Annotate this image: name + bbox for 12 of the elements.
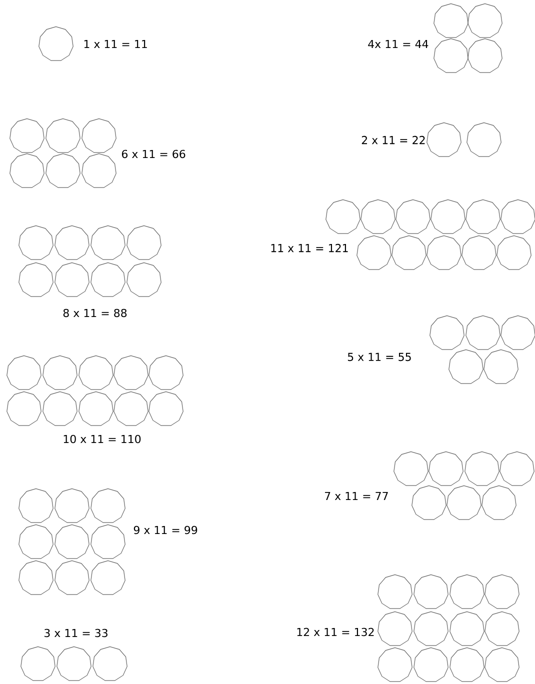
equation-label: 1 x 11 = 11	[84, 40, 147, 48]
equation-label: 3 x 11 = 33	[44, 628, 108, 638]
equation-label: 11 x 11 = 121	[271, 244, 348, 252]
equation-label: 6 x 11 = 66	[122, 150, 186, 158]
equation-label: 10 x 11 = 110	[64, 434, 141, 444]
equation-label: 2 x 11 = 22	[362, 136, 425, 144]
equation-label: 9 x 11 = 99	[134, 526, 198, 534]
equation-label: 8 x 11 = 88	[63, 308, 127, 318]
equation-label: 5 x 11 = 55	[348, 352, 411, 362]
equation-label: 12 x 11 = 132	[297, 628, 374, 636]
equation-label: 4x 11 = 44	[368, 40, 428, 48]
equation-label: 7 x 11 = 77	[325, 492, 388, 500]
